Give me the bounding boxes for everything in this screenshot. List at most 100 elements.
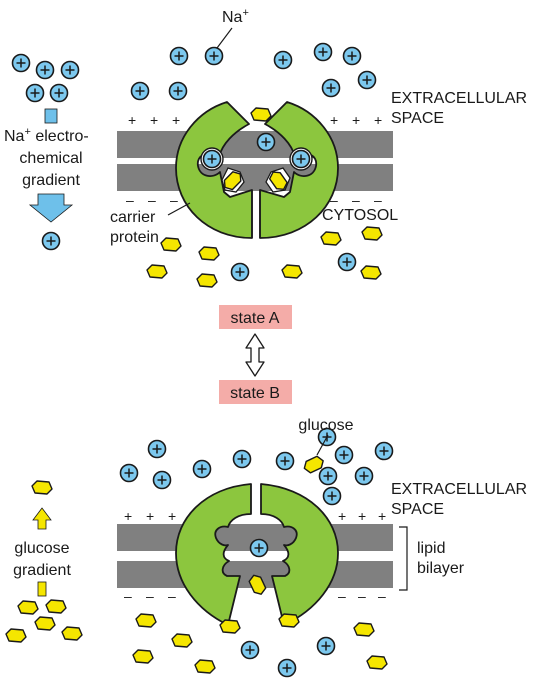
state-b-box: [219, 380, 292, 404]
minus-charge: –: [330, 192, 338, 208]
charges-top: + + + + + + – – – – – –: [126, 112, 382, 208]
sodium-ion: [277, 658, 297, 678]
glucose-molecule: [135, 613, 157, 628]
sodium-ion: [147, 439, 167, 459]
minus-charge: –: [124, 588, 132, 604]
sodium-ion: [49, 83, 69, 103]
state-transition-double-arrow: [245, 333, 265, 377]
sodium-ion: [275, 451, 295, 471]
glucose-molecule: [219, 619, 241, 634]
glucose-molecule: [160, 237, 182, 252]
plus-charge: +: [338, 508, 346, 524]
sodium-ion: [152, 470, 172, 490]
plus-charge: +: [128, 112, 136, 128]
sodium-ion: [316, 636, 336, 656]
plus-charge: +: [168, 508, 176, 524]
na-gradient-label-line2: chemical: [19, 150, 82, 167]
sodium-ions-bottom: [119, 427, 394, 678]
plus-charge: +: [352, 112, 360, 128]
glucose-molecule: [196, 273, 218, 288]
glucose-molecule: [198, 246, 220, 261]
glucose-molecule: [353, 622, 375, 637]
minus-charge: –: [148, 192, 156, 208]
sodium-ion: [232, 449, 252, 469]
plus-charge: +: [378, 508, 386, 524]
extracellular-space-label-top: EXTRACELLULAR: [391, 90, 527, 107]
cytosol-label: CYTOSOL: [322, 207, 398, 224]
lipid-bilayer-label-line2: bilayer: [417, 560, 465, 577]
glucose-molecule: [5, 628, 27, 643]
bound-sodium-ion-left: [202, 149, 222, 169]
glucose-molecule: [34, 616, 56, 631]
extracellular-space-label-bottom: EXTRACELLULAR: [391, 481, 527, 498]
glucose-molecule: [194, 659, 216, 674]
sodium-ion: [169, 46, 189, 66]
state-transition: state A state B: [219, 305, 292, 404]
minus-charge: –: [146, 588, 154, 604]
membrane-top-inner-leaflet: [117, 164, 393, 191]
state-a-label: state A: [231, 310, 280, 327]
membrane-top: [117, 131, 393, 191]
sodium-ion: [192, 459, 212, 479]
glucose-gradient-arrow: [32, 507, 52, 597]
glucose-molecule: [132, 649, 154, 664]
glucose-molecule: [320, 231, 342, 246]
glucose-molecule: [61, 626, 83, 641]
minus-charge: –: [168, 588, 176, 604]
bound-sodium-ions: [200, 147, 313, 171]
lipid-bilayer-bracket: [399, 526, 408, 591]
carrier-protein-leader-line: [167, 202, 191, 216]
sodium-ion: [35, 60, 55, 80]
membrane-bottom: [117, 524, 393, 588]
minus-charge: –: [338, 588, 346, 604]
lipid-bilayer-label-line1: lipid: [417, 540, 445, 557]
minus-charge: –: [374, 192, 382, 208]
sodium-ion-label: Na+: [222, 7, 249, 26]
sodium-ion: [273, 50, 293, 70]
plus-charge: +: [150, 112, 158, 128]
sodium-ion: [313, 42, 333, 62]
sodium-ion: [204, 46, 224, 66]
glucose-gradient-label-line2: gradient: [13, 562, 71, 579]
sodium-ion: [318, 466, 338, 486]
glucose-molecule: [361, 226, 383, 241]
plus-charge: +: [146, 508, 154, 524]
glucose-molecule: [366, 655, 388, 670]
sodium-ion: [119, 463, 139, 483]
sodium-ion: [256, 132, 276, 152]
glucose-molecule: [146, 264, 168, 279]
glucose-molecules-top: [146, 107, 383, 288]
sodium-ion: [342, 46, 362, 66]
glucose-molecule: [45, 599, 67, 614]
sodium-ion: [357, 70, 377, 90]
plus-charge: +: [330, 112, 338, 128]
minus-charge: –: [126, 192, 134, 208]
glucose-molecule: [281, 264, 303, 279]
sodium-ion: [374, 441, 394, 461]
glucose-binding-site-right: [265, 167, 291, 194]
sodium-ion: [25, 83, 45, 103]
extracellular-space-label-bottom-line2: SPACE: [391, 501, 444, 518]
state-b-label: state B: [230, 385, 280, 402]
sodium-ion: [337, 252, 357, 272]
glucose-molecule: [31, 480, 53, 495]
carrier-protein-right-half-state-b: [260, 483, 339, 626]
na-gradient-label-line3: gradient: [22, 172, 80, 189]
carrier-protein-left-half-state-b: [175, 483, 252, 626]
glucose-molecule: [171, 633, 193, 648]
sodium-ion: [130, 81, 150, 101]
glucose-binding-site-left: [220, 167, 245, 194]
plus-charge: +: [374, 112, 382, 128]
glucose-label: glucose: [298, 417, 353, 434]
minus-charge: –: [378, 588, 386, 604]
state-a-box: [219, 305, 292, 329]
sodium-ion: [168, 81, 188, 101]
sodium-ion: [11, 53, 31, 73]
plus-charge: +: [124, 508, 132, 524]
sodium-ion: [240, 640, 260, 660]
carrier-protein-state-b: [175, 483, 339, 626]
charges-bottom: + + + + + + – – – – – –: [124, 508, 386, 604]
membrane-top-outer-leaflet: [117, 131, 393, 158]
